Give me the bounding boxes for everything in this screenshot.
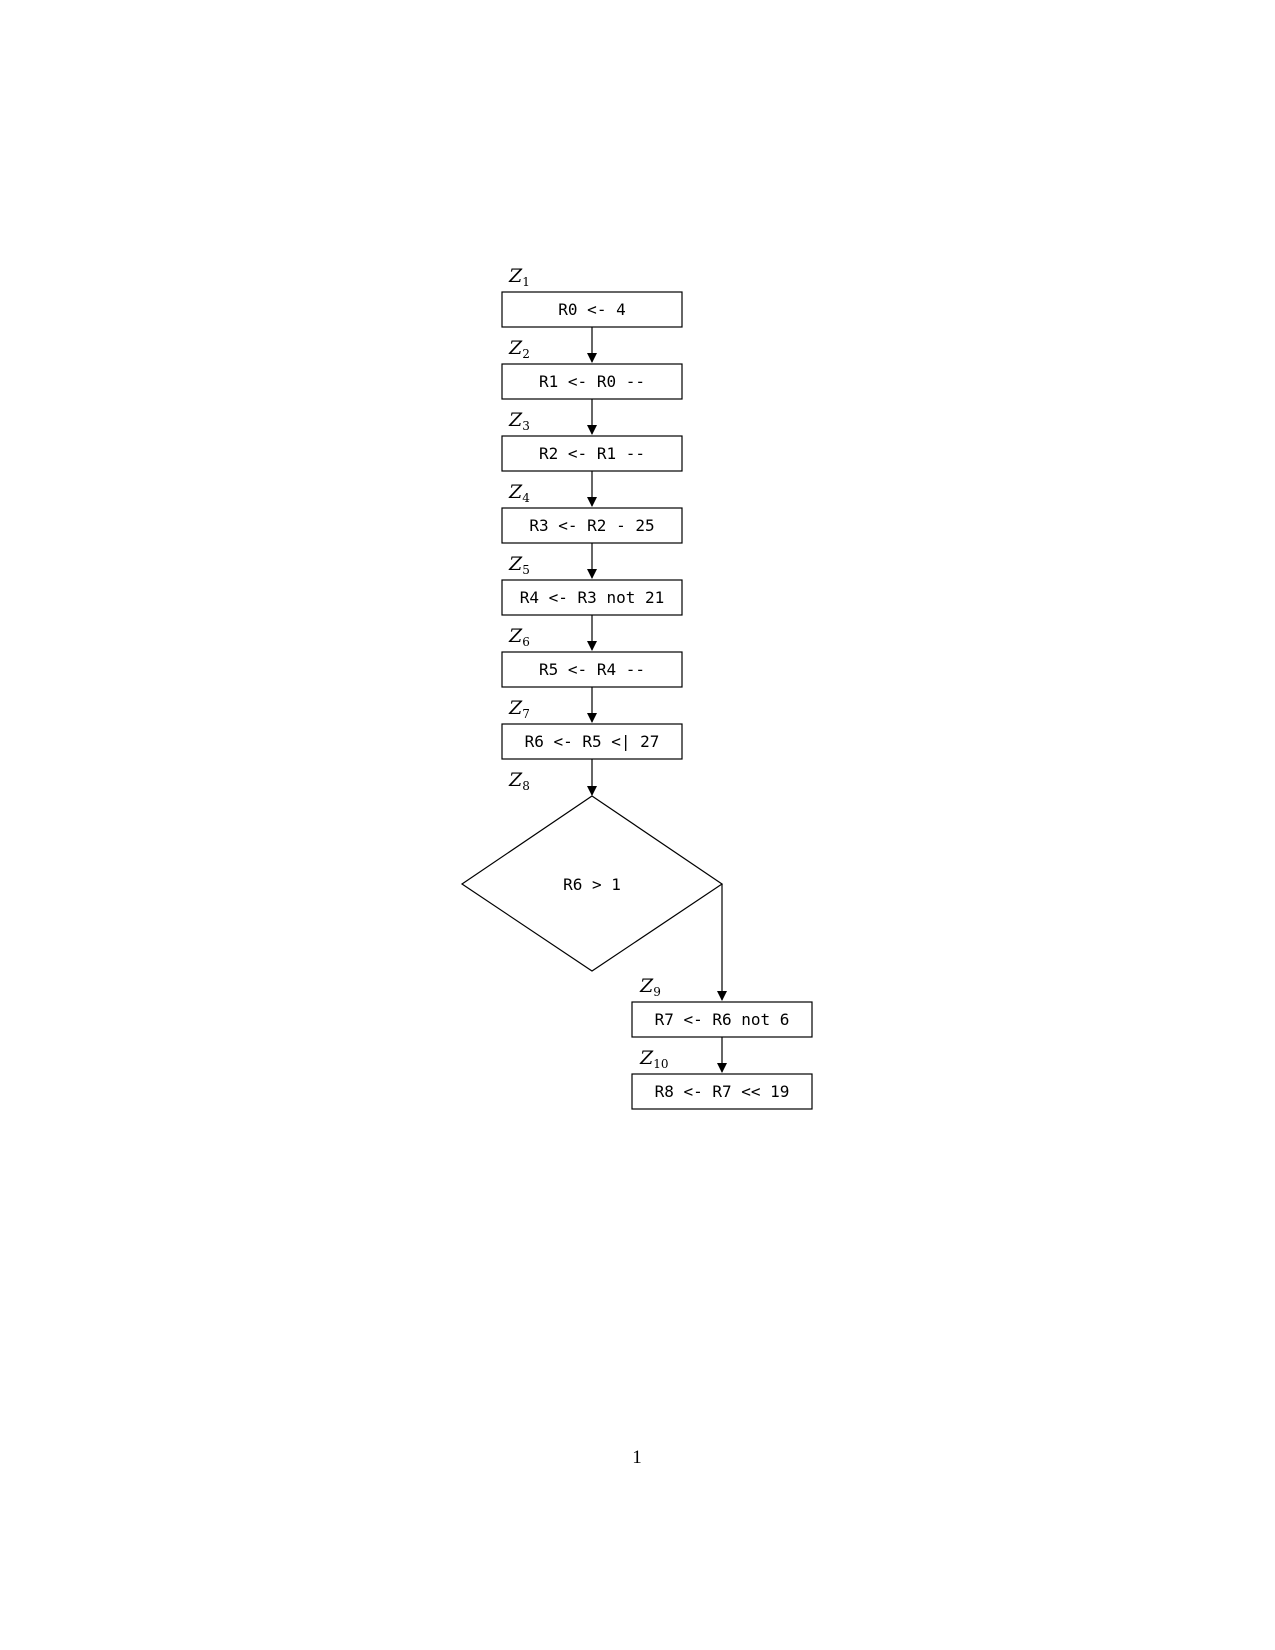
node-z2: Z2 R1 <- R0 -- — [501, 337, 683, 400]
node-label: Z10 — [639, 1047, 668, 1071]
node-label: Z9 — [639, 975, 661, 999]
node-z10: Z10 R8 <- R7 << 19 — [631, 1047, 813, 1110]
node-label: Z8 — [508, 769, 530, 793]
node-z9: Z9 R7 <- R6 not 6 — [631, 975, 813, 1038]
node-text: R8 <- R7 << 19 — [655, 1082, 790, 1101]
node-text: R6 <- R5 <| 27 — [525, 732, 660, 751]
node-label: Z4 — [508, 481, 530, 505]
node-label: Z7 — [508, 697, 530, 721]
edges — [587, 327, 727, 1073]
node-text: R2 <- R1 -- — [539, 444, 645, 463]
node-label: Z5 — [508, 553, 530, 577]
node-z6: Z6 R5 <- R4 -- — [501, 625, 683, 688]
node-label: Z6 — [508, 625, 530, 649]
node-z3: Z3 R2 <- R1 -- — [501, 409, 683, 472]
node-z1: Z1 R0 <- 4 — [501, 265, 683, 328]
node-label: Z1 — [508, 265, 530, 289]
node-z8-decision: Z8 R6 > 1 — [460, 769, 724, 972]
node-z5: Z5 R4 <- R3 not 21 — [501, 553, 683, 616]
node-z4: Z4 R3 <- R2 - 25 — [501, 481, 683, 544]
node-text: R6 > 1 — [563, 875, 621, 894]
node-text: R5 <- R4 -- — [539, 660, 645, 679]
node-text: R0 <- 4 — [558, 300, 625, 319]
page-number: 1 — [632, 1447, 642, 1468]
node-text: R4 <- R3 not 21 — [520, 588, 665, 607]
node-text: R3 <- R2 - 25 — [529, 516, 654, 535]
node-text: R7 <- R6 not 6 — [655, 1010, 790, 1029]
node-label: Z2 — [508, 337, 530, 361]
node-z7: Z7 R6 <- R5 <| 27 — [501, 697, 683, 760]
node-text: R1 <- R0 -- — [539, 372, 645, 391]
node-label: Z3 — [508, 409, 530, 433]
